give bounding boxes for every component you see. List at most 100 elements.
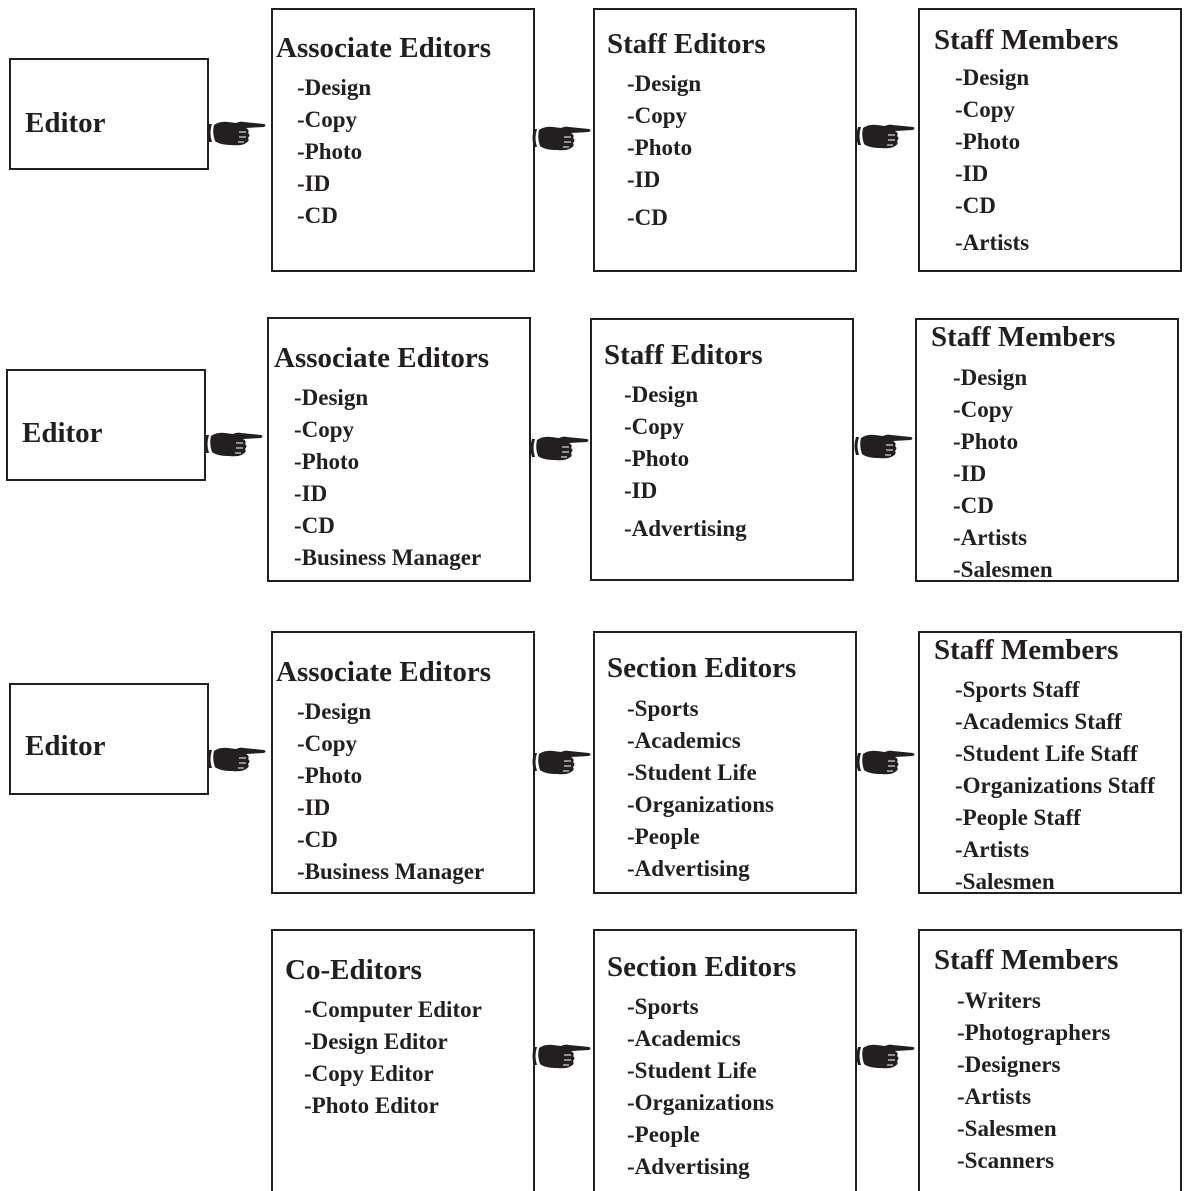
- list-item: -Salesmen: [955, 869, 1055, 894]
- list-item: -Artists: [957, 1084, 1032, 1109]
- staff-members-box: [915, 318, 1179, 582]
- list-item: -CD: [955, 193, 996, 218]
- list-item: -People: [627, 1122, 700, 1147]
- list-item: -Artists: [953, 525, 1028, 550]
- editor-box: [9, 683, 209, 795]
- role-list: -Design -Copy -Photo -ID -Advertising: [624, 379, 747, 545]
- list-item: -Artists: [955, 230, 1030, 255]
- list-item: -Copy: [627, 103, 688, 128]
- list-item: -ID: [953, 461, 987, 486]
- list-item: -Student Life Staff: [955, 741, 1138, 766]
- list-item: -People Staff: [955, 805, 1081, 830]
- list-item: -Writers: [957, 988, 1041, 1013]
- list-item: -Copy: [297, 107, 358, 132]
- list-item: -CD: [297, 827, 338, 852]
- list-item: -Student Life: [627, 1058, 757, 1083]
- list-item: -Computer Editor: [304, 997, 482, 1022]
- list-item: -Organizations Staff: [955, 773, 1155, 798]
- list-item: -Photo Editor: [304, 1093, 439, 1118]
- pointing-hand-icon: [206, 741, 268, 777]
- editor-box: [9, 58, 209, 170]
- box-title: Section Editors: [607, 951, 797, 983]
- list-item: -Salesmen: [957, 1116, 1057, 1141]
- box-title: Associate Editors: [276, 656, 492, 688]
- list-item: -Copy: [953, 397, 1014, 422]
- pointing-hand-icon: [855, 118, 917, 154]
- box-title: Associate Editors: [276, 32, 492, 64]
- role-list: -Sports -Academics -Student Life -Organi…: [627, 693, 774, 885]
- editor-label: Editor: [25, 107, 106, 139]
- list-item: -Photographers: [957, 1020, 1111, 1045]
- role-list: -Writers -Photographers -Designers -Arti…: [957, 985, 1110, 1177]
- list-item: -Photo: [297, 139, 363, 164]
- role-list: -Design -Copy -Photo -ID -CD -Business M…: [297, 696, 484, 888]
- list-item: -Business Manager: [294, 545, 482, 570]
- list-item: -Design: [953, 365, 1028, 390]
- pointing-hand-icon: [531, 1038, 593, 1074]
- list-item: -ID: [294, 481, 328, 506]
- list-item: -Copy: [955, 97, 1016, 122]
- associate-editors-box: [267, 317, 531, 582]
- editor-label: Editor: [22, 417, 103, 449]
- list-item: -ID: [297, 171, 331, 196]
- list-item: -Design: [297, 699, 372, 724]
- list-item: -Scanners: [957, 1148, 1055, 1173]
- pointing-hand-icon: [531, 120, 593, 156]
- list-item: -Copy: [624, 414, 685, 439]
- list-item: -Design: [297, 75, 372, 100]
- list-item: -Design: [627, 71, 702, 96]
- list-item: -Student Life: [627, 760, 757, 785]
- list-item: -Copy: [297, 731, 358, 756]
- list-item: -Copy Editor: [304, 1061, 434, 1086]
- list-item: -Academics: [627, 728, 741, 753]
- list-item: -Sports Staff: [955, 677, 1080, 702]
- staff-members-box: [918, 929, 1182, 1191]
- list-item: -ID: [624, 478, 658, 503]
- role-list: -Design -Copy -Photo -ID -CD -Artists: [955, 62, 1029, 259]
- pointing-hand-icon: [206, 115, 268, 151]
- pointing-hand-icon: [529, 430, 591, 466]
- list-item: -CD: [953, 493, 994, 518]
- pointing-hand-icon: [855, 744, 917, 780]
- list-item: -Design: [624, 382, 699, 407]
- box-title: Staff Members: [934, 634, 1119, 666]
- editor-label: Editor: [25, 730, 106, 762]
- list-item: -Photo: [627, 135, 693, 160]
- box-title: Staff Members: [934, 24, 1119, 56]
- list-item: -CD: [294, 513, 335, 538]
- list-item: -Organizations: [627, 1090, 774, 1115]
- list-item: -Design: [955, 65, 1030, 90]
- role-list: -Sports Staff -Academics Staff -Student …: [955, 674, 1155, 898]
- list-item: -Photo: [955, 129, 1021, 154]
- associate-editors-box: [271, 631, 535, 894]
- section-editors-box: [593, 631, 857, 894]
- box-title: Associate Editors: [274, 342, 490, 374]
- list-item: -Artists: [955, 837, 1030, 862]
- list-item: -Sports: [627, 696, 699, 721]
- list-item: -Academics: [627, 1026, 741, 1051]
- list-item: -Design: [294, 385, 369, 410]
- list-item: -ID: [955, 161, 989, 186]
- list-item: -Organizations: [627, 792, 774, 817]
- staff-editors-box: [590, 318, 854, 581]
- box-title: Staff Members: [934, 944, 1119, 976]
- pointing-hand-icon: [203, 426, 265, 462]
- list-item: -ID: [297, 795, 331, 820]
- role-list: -Sports -Academics -Student Life -Organi…: [627, 991, 774, 1183]
- box-title: Co-Editors: [285, 954, 422, 986]
- list-item: -ID: [627, 167, 661, 192]
- list-item: -Business Manager: [297, 859, 485, 884]
- list-item: -Salesmen: [953, 557, 1053, 582]
- list-item: -Designers: [957, 1052, 1061, 1077]
- box-title: Staff Editors: [604, 339, 763, 371]
- list-item: -Academics Staff: [955, 709, 1122, 734]
- box-title: Section Editors: [607, 652, 797, 684]
- list-item: -Photo: [624, 446, 690, 471]
- list-item: -Advertising: [624, 516, 747, 541]
- list-item: -Sports: [627, 994, 699, 1019]
- list-item: -Photo: [953, 429, 1019, 454]
- staff-editors-box: [593, 8, 857, 272]
- list-item: -CD: [627, 205, 668, 230]
- role-list: -Design -Copy -Photo -ID -CD: [297, 72, 371, 232]
- list-item: -People: [627, 824, 700, 849]
